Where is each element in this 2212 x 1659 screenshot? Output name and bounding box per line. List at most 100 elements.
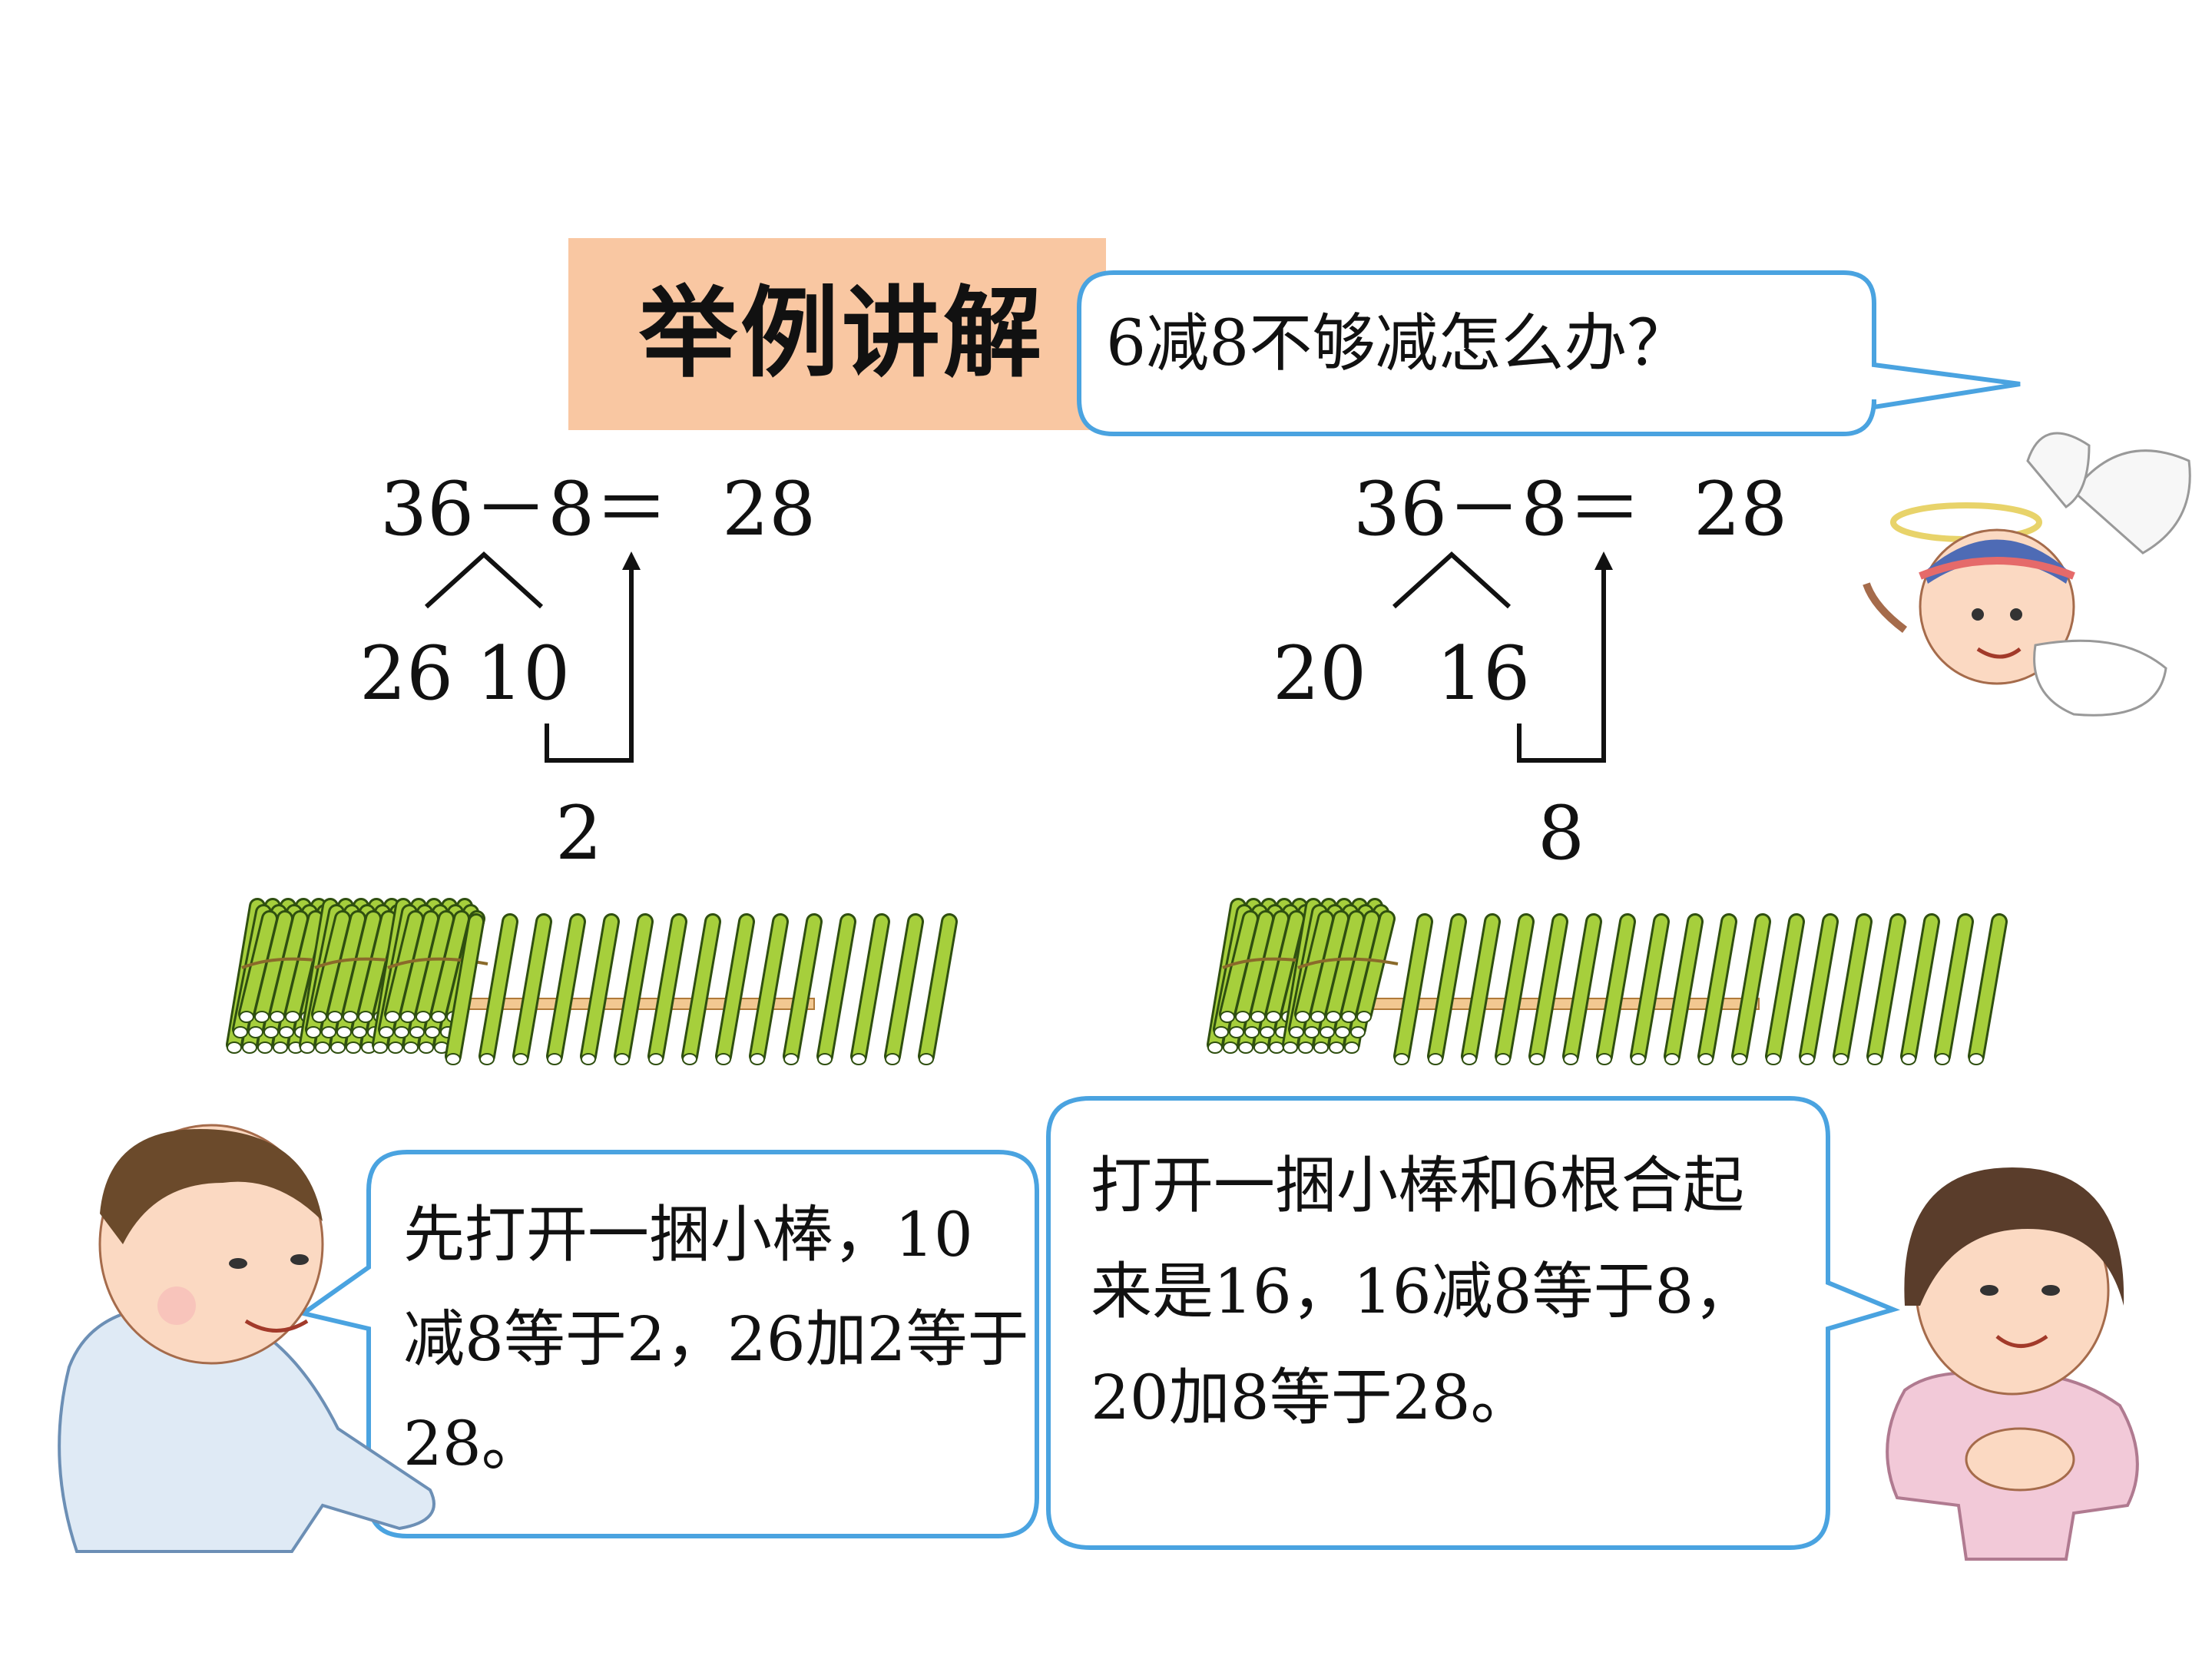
stick-fill: [1666, 916, 1701, 1062]
stick-end: [1867, 1053, 1883, 1065]
stick-end: [648, 1053, 664, 1065]
left-sticks-illustration: [226, 898, 958, 1065]
stick-end: [419, 1041, 434, 1054]
stick-fill: [1970, 916, 2005, 1062]
stick-end: [1229, 1026, 1244, 1038]
stick-end: [330, 1041, 346, 1054]
stick-end: [1244, 1026, 1260, 1038]
stick-end: [1350, 1026, 1366, 1038]
right-sticks-illustration: [1207, 898, 2008, 1065]
stick-end: [394, 1026, 409, 1038]
stick-fill: [1221, 912, 1257, 1020]
stick-end: [242, 1041, 257, 1054]
stick-fill: [920, 916, 955, 1062]
stick-end: [312, 1011, 327, 1023]
stick-end: [315, 1041, 330, 1054]
stick-end: [581, 1053, 596, 1065]
stick-fill: [1936, 916, 1972, 1062]
right-partial: 8: [1538, 790, 1585, 876]
stick-fill: [1734, 916, 1769, 1062]
stick-end: [1833, 1053, 1849, 1065]
stick-end: [1269, 1041, 1284, 1054]
stick-end: [425, 1026, 440, 1038]
question-bubble: [1077, 270, 2021, 436]
stick-end: [1356, 1011, 1372, 1023]
loose-sticks: [1393, 913, 2008, 1065]
stick-fill: [684, 916, 719, 1062]
stick-fill: [717, 916, 753, 1062]
stick-fill: [650, 916, 685, 1062]
stick-end: [1304, 1026, 1320, 1038]
stick-end: [1563, 1053, 1578, 1065]
stick-fill: [1902, 916, 1938, 1062]
stick-fill: [1565, 916, 1600, 1062]
stick-end: [227, 1041, 242, 1054]
stick-end: [1428, 1053, 1443, 1065]
stick-fill: [240, 912, 276, 1020]
stick-end: [1313, 1041, 1329, 1054]
stick-end: [1295, 1011, 1310, 1023]
stick-end: [254, 1011, 270, 1023]
left-decomposition-diagram: [424, 551, 641, 763]
stick-end: [513, 1053, 528, 1065]
bundles: [226, 898, 488, 1054]
stick-fill: [751, 916, 786, 1062]
stick-fill: [1358, 912, 1393, 1020]
stick-fill: [1296, 912, 1332, 1020]
stick-end: [1631, 1053, 1646, 1065]
left-equation: 36－8＝: [380, 466, 669, 552]
question-text: 6减8不够减怎么办？: [1106, 307, 1690, 380]
stick-end: [1238, 1041, 1253, 1054]
stick-fill: [359, 912, 395, 1020]
stick-fill: [386, 912, 422, 1020]
stick-end: [1341, 1011, 1356, 1023]
stick-end: [1223, 1041, 1238, 1054]
stick-end: [1495, 1053, 1511, 1065]
left-result: 28: [722, 466, 816, 552]
stick-end: [783, 1053, 799, 1065]
right-equation: 36－8＝: [1353, 466, 1642, 552]
stick-end: [352, 1026, 367, 1038]
stick-end: [300, 1041, 315, 1054]
stick-fill: [417, 912, 452, 1020]
stick-fill: [1429, 916, 1465, 1062]
left-split-a: 26: [359, 631, 454, 717]
stick-fill: [329, 912, 364, 1020]
stick-end: [327, 1011, 343, 1023]
stick-fill: [886, 916, 922, 1062]
stick-fill: [402, 912, 437, 1020]
left-explanation: 先打开一捆小棒，10减8等于2，26加2等于28。: [403, 1199, 1029, 1479]
stick-end: [263, 1026, 279, 1038]
stick-fill: [1343, 912, 1378, 1020]
stick-fill: [1396, 916, 1431, 1062]
stick-fill: [286, 912, 322, 1020]
stick-end: [885, 1053, 900, 1065]
stick-end: [431, 1011, 446, 1023]
left-partial: 2: [555, 790, 603, 876]
stick-end: [1800, 1053, 1815, 1065]
stick-end: [1298, 1041, 1313, 1054]
stick-end: [1235, 1011, 1250, 1023]
stick-end: [270, 1011, 285, 1023]
stick-fill: [1869, 916, 1904, 1062]
stick-fill: [1267, 912, 1303, 1020]
stick-end: [479, 1053, 495, 1065]
stick-fill: [1252, 912, 1287, 1020]
stick-end: [248, 1026, 263, 1038]
stick-end: [285, 1011, 300, 1023]
stick-end: [239, 1011, 254, 1023]
stick-end: [379, 1026, 394, 1038]
stick-end: [1326, 1011, 1341, 1023]
stick-fill: [548, 916, 584, 1062]
page-title: 举例讲解: [639, 276, 1045, 391]
stick-fill: [1463, 916, 1498, 1062]
stick-fill: [1767, 916, 1803, 1062]
stick-end: [716, 1053, 731, 1065]
stick-end: [547, 1053, 562, 1065]
stick-fill: [1312, 912, 1347, 1020]
stick-fill: [515, 916, 550, 1062]
stick-end: [403, 1041, 419, 1054]
bundle-band: [1297, 957, 1399, 969]
stick-end: [1266, 1011, 1281, 1023]
